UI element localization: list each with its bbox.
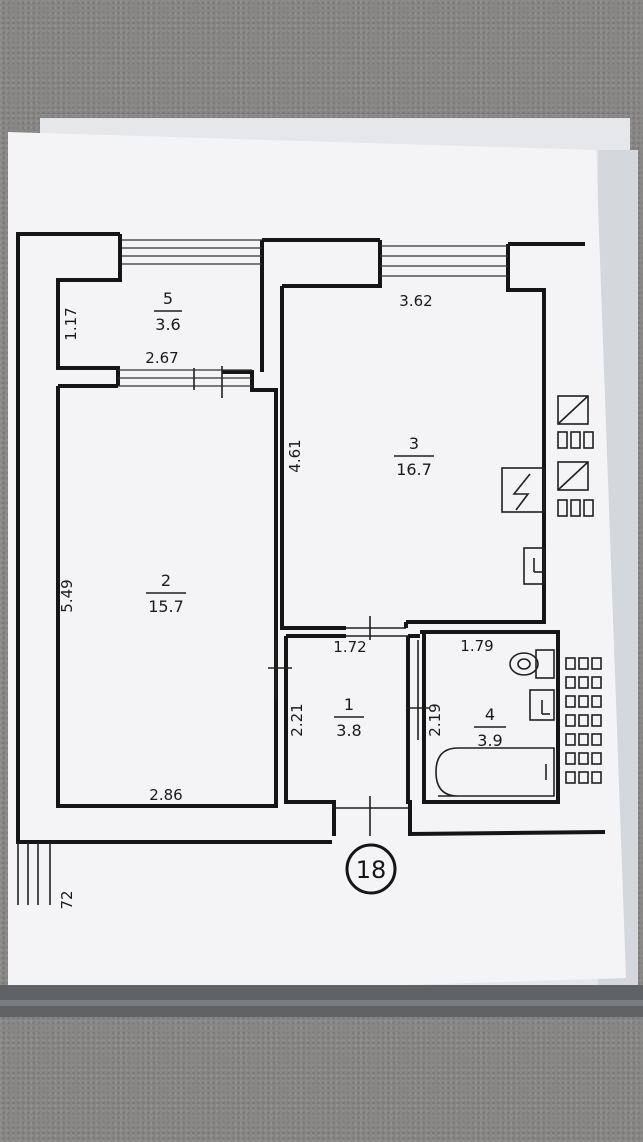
washbasin-icon	[529, 689, 555, 721]
tile-cell	[591, 752, 602, 765]
dimension-room2-width: 2.86	[149, 786, 182, 804]
room-area: 3.8	[336, 721, 361, 740]
kitchen-sink-icon	[523, 547, 545, 585]
corner-mark: 72	[58, 890, 76, 909]
dimension-room2-height: 5.49	[58, 579, 76, 612]
tile-grid-icon	[565, 657, 602, 784]
tile-cell	[578, 714, 589, 727]
dimension-room4-height: 2.19	[426, 703, 444, 736]
room-number: 2	[161, 571, 171, 590]
tile-cell	[591, 714, 602, 727]
tile-cell	[591, 695, 602, 708]
room-number: 5	[163, 289, 173, 308]
tile-cell	[591, 676, 602, 689]
tile-cell	[565, 752, 576, 765]
door-marks	[268, 616, 430, 836]
tile-cell	[578, 676, 589, 689]
room-area: 3.9	[477, 731, 502, 750]
tile-cell	[565, 657, 576, 670]
burner-grid-icon	[557, 431, 594, 517]
room-1-label: 1 3.8	[334, 695, 364, 740]
room-number: 4	[485, 705, 495, 724]
tile-cell	[591, 733, 602, 746]
room-3-label: 3 16.7	[394, 434, 434, 479]
stair-lines	[17, 842, 51, 905]
dimension-room5-height: 1.17	[62, 307, 80, 340]
toilet-icon	[509, 649, 555, 679]
cutting-mat-ruler	[0, 1000, 643, 1006]
room-5-label: 5 3.6	[154, 289, 182, 334]
dimension-room3-height: 4.61	[286, 439, 304, 472]
room-number: 3	[409, 434, 419, 453]
walls	[16, 232, 606, 844]
bathtub-icon	[435, 747, 555, 797]
room-area: 3.6	[155, 315, 180, 334]
apartment-number-badge: 18	[345, 843, 397, 895]
tile-cell	[565, 695, 576, 708]
tile-cell	[565, 733, 576, 746]
room-area: 16.7	[396, 460, 432, 479]
room-4-label: 4 3.9	[474, 705, 506, 750]
tile-cell	[578, 771, 589, 784]
tile-cell	[591, 771, 602, 784]
tile-cell	[565, 714, 576, 727]
room-area: 15.7	[148, 597, 184, 616]
stove-icon	[557, 395, 589, 491]
room-number: 1	[344, 695, 354, 714]
dimension-room1-height: 2.21	[288, 703, 306, 736]
tile-cell	[578, 695, 589, 708]
tile-cell	[578, 657, 589, 670]
dimension-room1-width: 1.72	[333, 638, 366, 656]
tile-cell	[591, 657, 602, 670]
tile-cell	[578, 752, 589, 765]
dimension-room4-width: 1.79	[460, 637, 493, 655]
apartment-number: 18	[356, 856, 387, 884]
window-room3	[380, 245, 508, 277]
room-2-label: 2 15.7	[146, 571, 186, 616]
dimension-room5-width: 2.67	[145, 349, 178, 367]
tile-cell	[578, 733, 589, 746]
tile-cell	[565, 771, 576, 784]
balcony-door	[118, 366, 252, 398]
window-room5	[122, 239, 262, 265]
dimension-room3-width: 3.62	[399, 292, 432, 310]
tile-cell	[565, 676, 576, 689]
paper-sheet	[8, 132, 626, 998]
electric-panel-icon	[501, 467, 545, 513]
